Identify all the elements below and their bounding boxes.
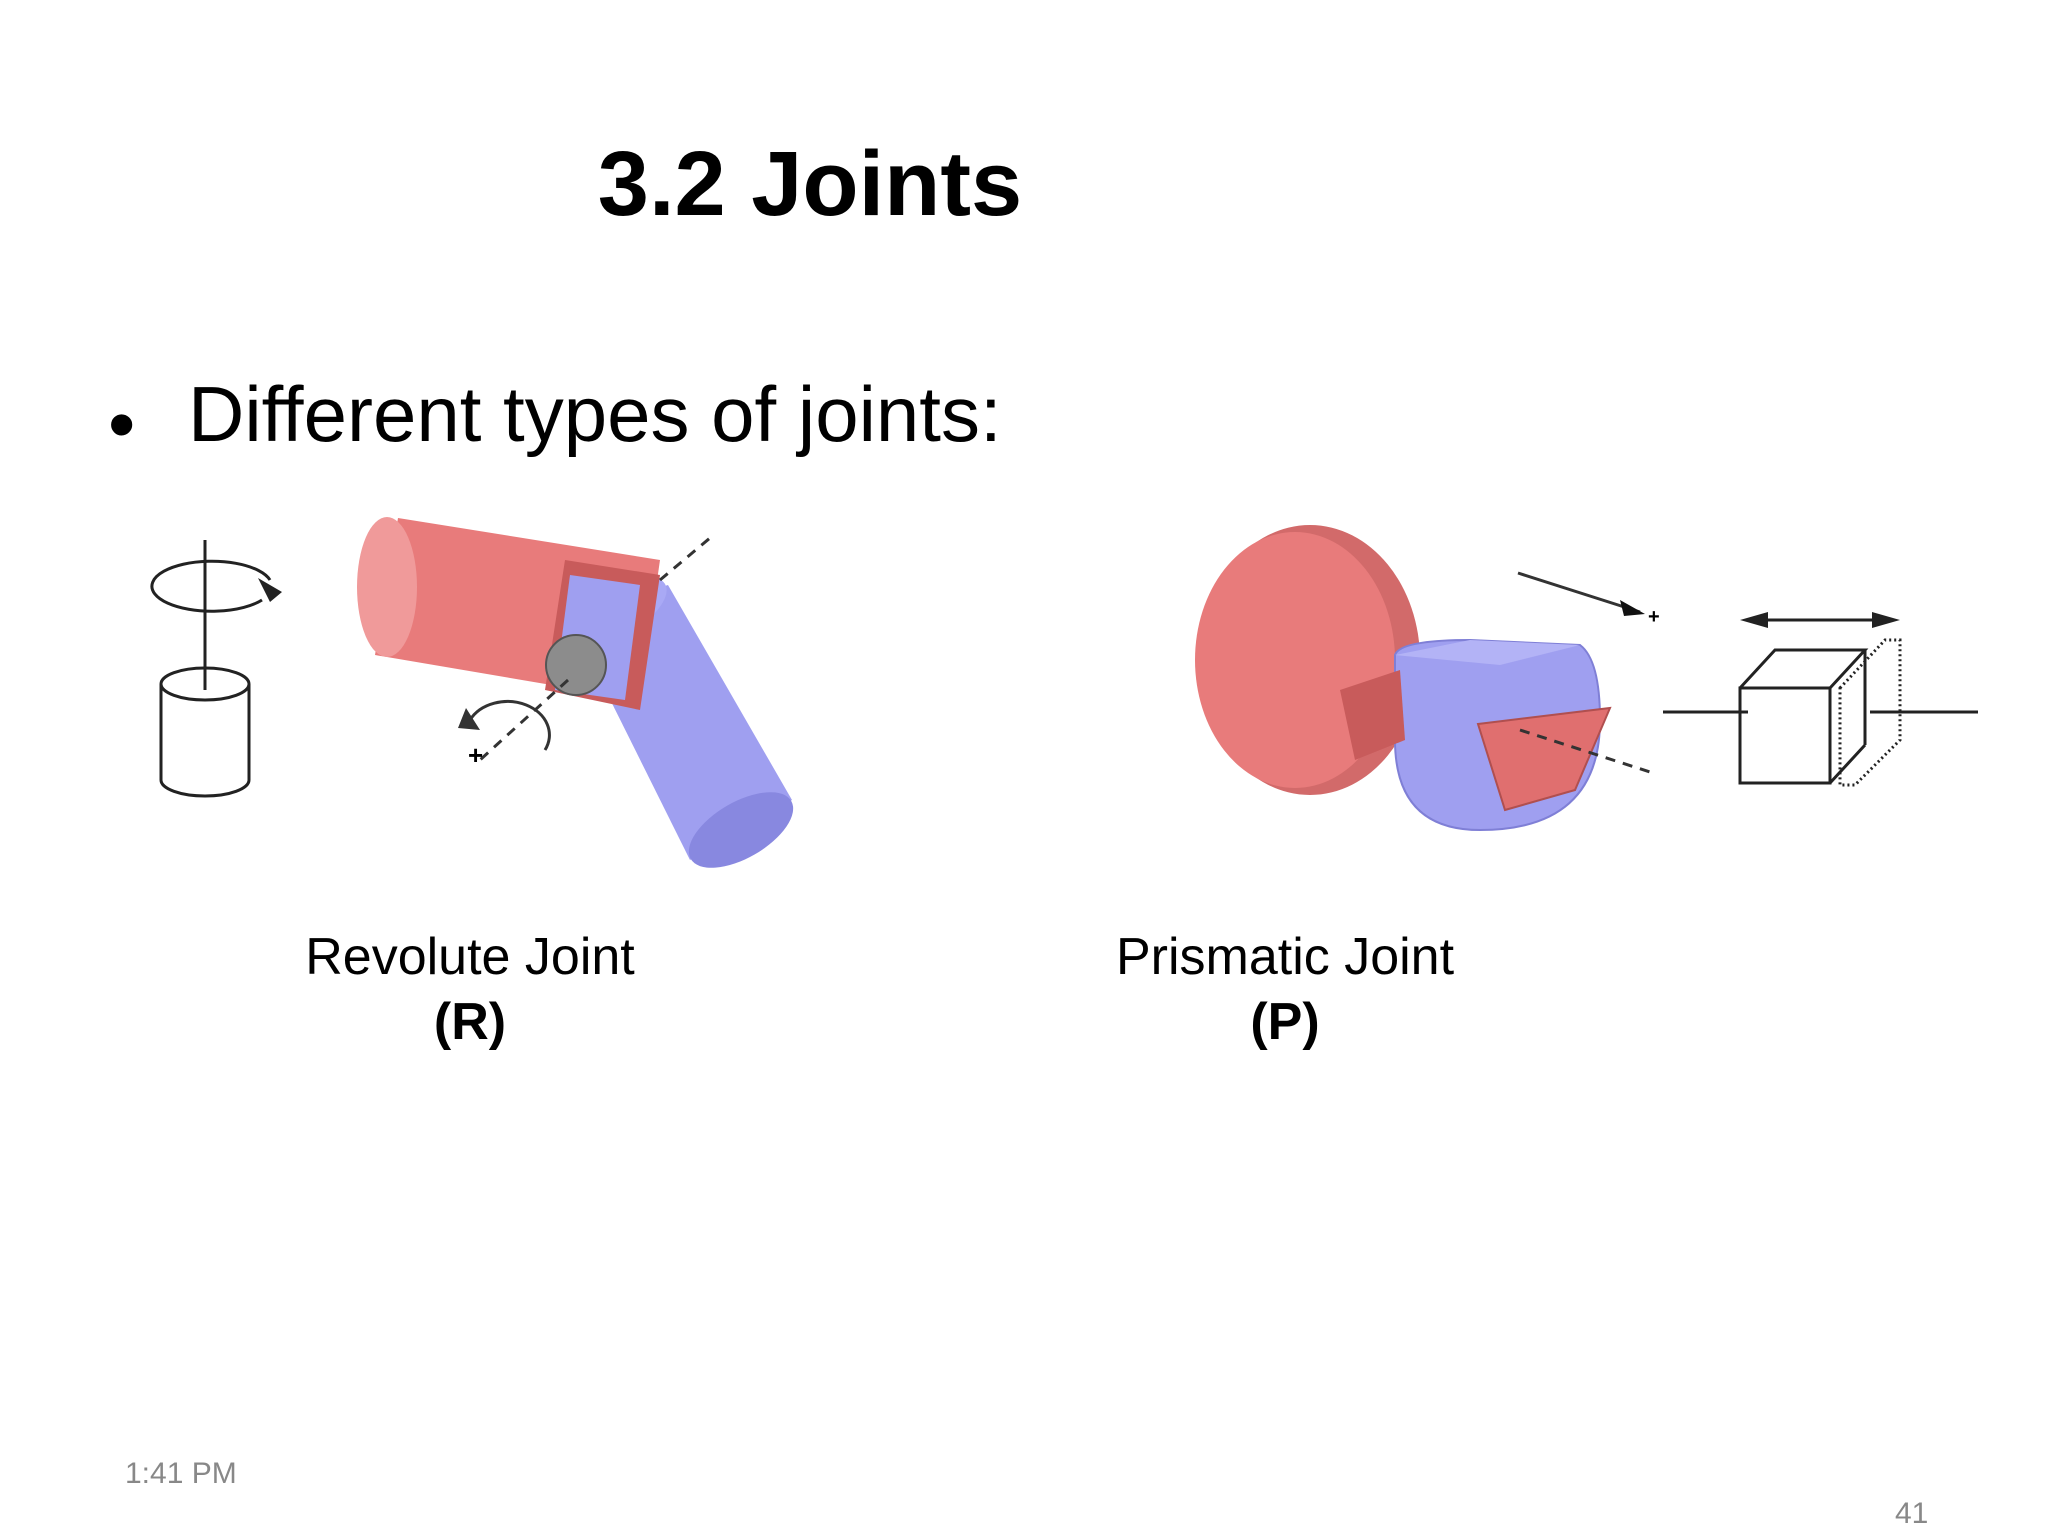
revolute-joint-symbol: (R) bbox=[433, 993, 507, 1051]
prismatic-red-rail-back bbox=[1340, 670, 1405, 760]
slide-title: 3.2 Joints bbox=[597, 133, 1023, 235]
prismatic-caption: Prismatic Joint (P) bbox=[1075, 925, 1495, 1055]
footer-time: 1:41 PM bbox=[125, 1457, 237, 1490]
prismatic-axis-sign: + bbox=[1648, 606, 1660, 628]
prismatic-red-rail-front bbox=[1476, 706, 1612, 812]
revolute-blue-link bbox=[568, 576, 794, 868]
prismatic-joint-symbol: (P) bbox=[1250, 993, 1320, 1051]
revolute-red-link bbox=[357, 517, 660, 710]
revolute-axis-sign: + bbox=[468, 740, 484, 770]
revolute-caption: Revolute Joint (R) bbox=[265, 925, 675, 1055]
prismatic-joint-name: Prismatic Joint bbox=[1115, 928, 1455, 986]
prismatic-blue-slider bbox=[1394, 638, 1602, 832]
page-number: 41 bbox=[1895, 1497, 1929, 1530]
revolute-pin bbox=[545, 634, 607, 696]
prismatic-red-housing bbox=[1195, 525, 1420, 795]
bullet-text: Different types of joints: bbox=[188, 370, 1002, 458]
bullet-marker: • bbox=[108, 380, 136, 468]
revolute-joint-name: Revolute Joint bbox=[305, 928, 635, 986]
